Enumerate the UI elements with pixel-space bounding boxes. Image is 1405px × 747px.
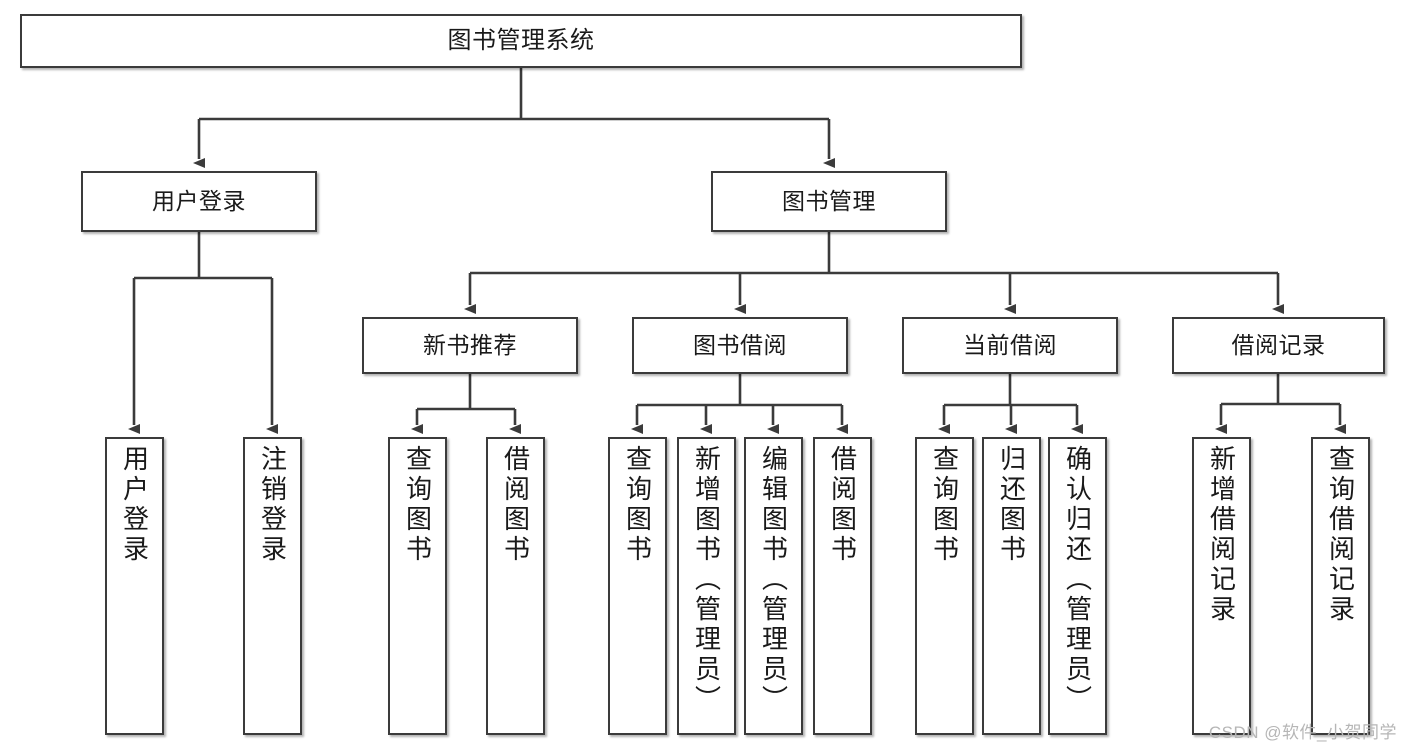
node-user-login[interactable]: 用户登录	[81, 171, 317, 232]
node-leaf-query-book-3[interactable]: 查询图书	[915, 437, 974, 735]
node-book-borrow[interactable]: 图书借阅	[632, 317, 848, 374]
node-leaf-query-book-1[interactable]: 查询图书	[388, 437, 447, 735]
node-book-manage-label: 图书管理	[782, 188, 876, 215]
node-new-book-rec[interactable]: 新书推荐	[362, 317, 578, 374]
node-leaf-add-book-label: 新增图书（管理员）	[691, 445, 722, 715]
node-borrow-record-label: 借阅记录	[1231, 332, 1326, 359]
node-leaf-borrow-book-2-label: 借阅图书	[827, 445, 858, 565]
node-leaf-add-book[interactable]: 新增图书（管理员）	[677, 437, 736, 735]
node-new-book-rec-label: 新书推荐	[423, 332, 517, 359]
node-leaf-borrow-book-1-label: 借阅图书	[500, 445, 531, 565]
node-leaf-return-book[interactable]: 归还图书	[982, 437, 1041, 735]
node-root-label: 图书管理系统	[447, 27, 595, 55]
node-book-borrow-label: 图书借阅	[693, 332, 787, 359]
node-leaf-return-book-label: 归还图书	[996, 445, 1027, 565]
node-leaf-edit-book[interactable]: 编辑图书（管理员）	[744, 437, 803, 735]
node-borrow-record[interactable]: 借阅记录	[1172, 317, 1385, 374]
node-root[interactable]: 图书管理系统	[20, 14, 1022, 68]
node-leaf-add-record-label: 新增借阅记录	[1206, 445, 1237, 625]
node-user-login-label: 用户登录	[152, 188, 246, 215]
node-leaf-query-book-1-label: 查询图书	[402, 445, 433, 565]
node-leaf-query-record-label: 查询借阅记录	[1325, 445, 1356, 625]
node-leaf-query-book-2[interactable]: 查询图书	[608, 437, 667, 735]
node-leaf-query-record[interactable]: 查询借阅记录	[1311, 437, 1370, 735]
node-current-borrow[interactable]: 当前借阅	[902, 317, 1118, 374]
node-leaf-user-login-label: 用户登录	[119, 445, 150, 565]
node-leaf-confirm-return[interactable]: 确认归还（管理员）	[1048, 437, 1107, 735]
node-leaf-borrow-book-2[interactable]: 借阅图书	[813, 437, 872, 735]
node-leaf-query-book-3-label: 查询图书	[929, 445, 960, 565]
node-leaf-confirm-return-label: 确认归还（管理员）	[1062, 445, 1093, 715]
node-leaf-logout-label: 注销登录	[257, 445, 288, 565]
node-leaf-query-book-2-label: 查询图书	[622, 445, 653, 565]
node-leaf-user-login[interactable]: 用户登录	[105, 437, 164, 735]
node-leaf-logout[interactable]: 注销登录	[243, 437, 302, 735]
node-current-borrow-label: 当前借阅	[963, 332, 1057, 359]
node-book-manage[interactable]: 图书管理	[711, 171, 947, 232]
node-leaf-borrow-book-1[interactable]: 借阅图书	[486, 437, 545, 735]
node-leaf-add-record[interactable]: 新增借阅记录	[1192, 437, 1251, 735]
node-leaf-edit-book-label: 编辑图书（管理员）	[758, 445, 789, 715]
